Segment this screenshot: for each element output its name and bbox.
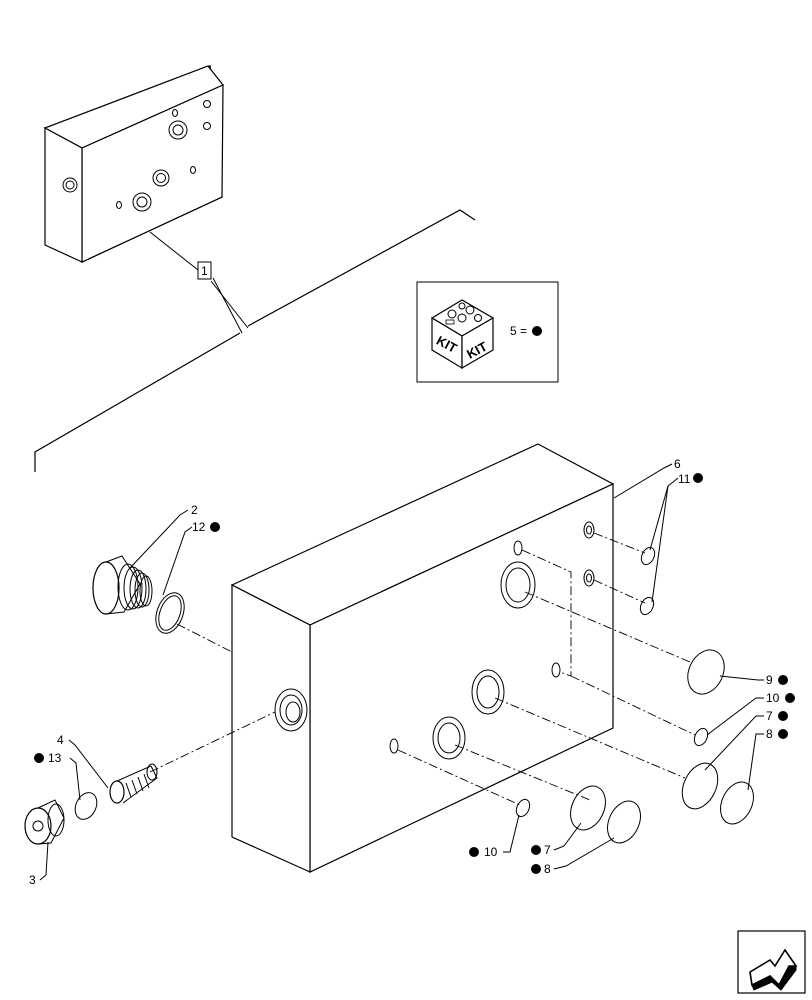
part-2-plug [92, 555, 153, 615]
part-10-oring-lower [515, 798, 531, 818]
part-13-oring [74, 792, 98, 820]
overview-valve-block [43, 65, 224, 263]
callout-4: 4 [57, 733, 64, 747]
kit-marker-dot [532, 326, 542, 336]
part-8-oring-right [720, 781, 754, 825]
reference-leaders [34, 209, 476, 472]
part-9-oring [687, 649, 725, 695]
part-11-oring-lower [639, 596, 655, 616]
callout-7-lower: 7 [544, 843, 551, 857]
kit-dot-7-lower [531, 845, 541, 855]
kit-dot-9 [778, 675, 788, 685]
item-1-label: 1 [201, 264, 208, 278]
part-7-oring-lower [570, 785, 606, 831]
kit-dot-10-lower [469, 847, 479, 857]
callout-leaders [39, 463, 764, 881]
part-3-plug [24, 799, 65, 845]
kit-dot-13 [34, 753, 44, 763]
kit-dot-12 [210, 522, 220, 532]
callout-9: 9 [766, 673, 773, 687]
callout-labels: 2 12 4 13 3 6 11 9 10 7 8 10 7 8 [29, 457, 795, 887]
item-1-ref-box: 1 [197, 261, 212, 280]
navigate-arrow-icon[interactable] [737, 930, 806, 994]
callout-10-lower: 10 [484, 845, 498, 859]
callout-8-lower: 8 [544, 862, 551, 876]
kit-legend: KIT KIT 5 = [416, 281, 559, 383]
kit-dot-10-right [785, 693, 795, 703]
main-valve-block [230, 443, 615, 873]
kit-dot-11 [693, 473, 703, 483]
callout-8-right: 8 [766, 727, 773, 741]
callout-6: 6 [674, 457, 681, 471]
part-11-oring-upper [640, 546, 656, 566]
callout-10-right: 10 [766, 691, 780, 705]
kit-dot-7-right [778, 711, 788, 721]
kit-note-text: 5 = [510, 324, 527, 338]
part-7-oring-right [681, 762, 719, 810]
callout-11: 11 [678, 472, 691, 486]
callout-3: 3 [29, 873, 36, 887]
kit-box-icon: KIT KIT [430, 299, 495, 370]
part-4-insert [109, 763, 158, 804]
kit-dot-8-right [778, 729, 788, 739]
callout-12: 12 [192, 520, 206, 534]
callout-13: 13 [48, 751, 62, 765]
callout-2: 2 [191, 503, 198, 517]
kit-dot-8-lower [531, 864, 541, 874]
callout-7-right: 7 [766, 709, 773, 723]
part-10-oring-right [693, 727, 709, 747]
part-8-oring-lower [607, 800, 641, 844]
part-12-oring [155, 592, 185, 634]
assembly-axis-lines [149, 532, 696, 806]
